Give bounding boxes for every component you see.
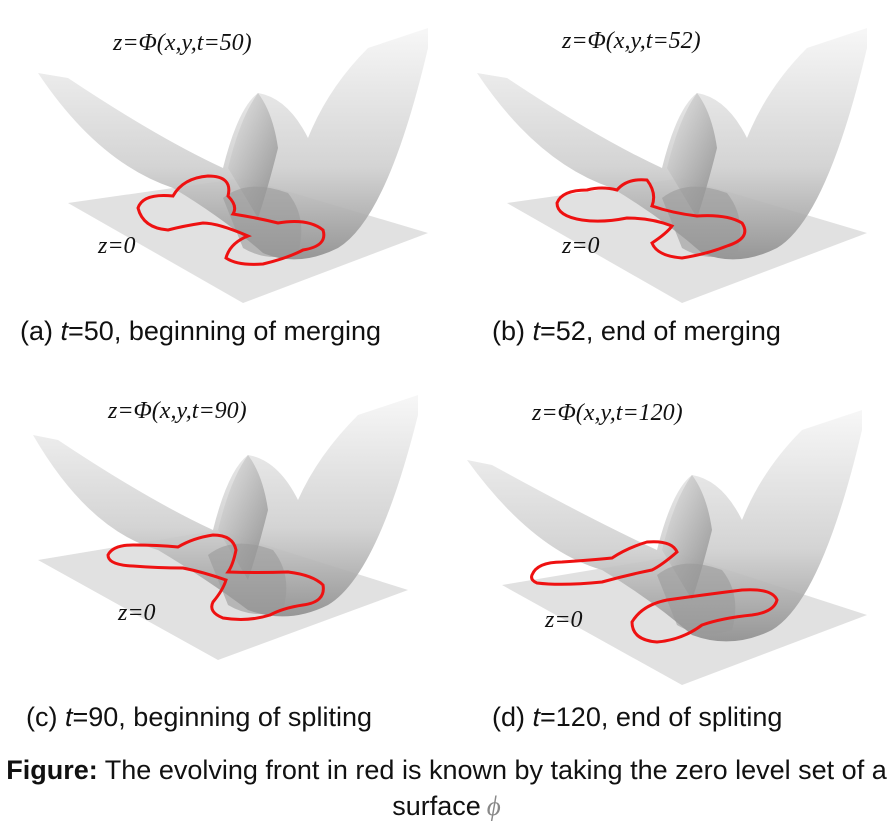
- front-curve-right: [630, 588, 779, 644]
- surface-ridge: [667, 93, 717, 218]
- surface: [477, 28, 867, 260]
- front-curve: [136, 174, 326, 266]
- panel-b: z=Φ(x,y,t=52) z=0 (b) t=52, end of mergi…: [452, 18, 882, 346]
- caption-prefix: (c): [26, 702, 65, 732]
- zero-plane-label: z=0: [118, 600, 156, 626]
- surface: [467, 410, 862, 642]
- caption-variable: t: [532, 316, 541, 346]
- front-curve: [106, 533, 325, 621]
- caption-variable: t: [532, 702, 541, 732]
- panel-c: z=Φ(x,y,t=90) z=0 (c) t=90, beginning of…: [8, 390, 438, 732]
- zero-plane-label: z=0: [562, 233, 600, 259]
- surface-plot-a: [38, 28, 428, 303]
- figure-caption-symbol: ϕ: [486, 791, 501, 821]
- panel-caption: (c) t=90, beginning of spliting: [26, 702, 372, 733]
- surface-fold: [208, 543, 287, 614]
- surface: [38, 28, 428, 260]
- surface-equation: z=Φ(x,y,t=50): [113, 30, 252, 56]
- surface-equation: z=Φ(x,y,t=120): [532, 400, 683, 426]
- caption-variable: t: [60, 316, 69, 346]
- panel-caption: (b) t=52, end of merging: [492, 316, 781, 347]
- caption-prefix: (a): [20, 316, 61, 346]
- surface-equation: z=Φ(x,y,t=52): [562, 28, 701, 54]
- caption-variable: t: [64, 702, 73, 732]
- panel-d: z=Φ(x,y,t=120) z=0 (d) t=120, end of spl…: [452, 390, 882, 732]
- panel-caption: (d) t=120, end of spliting: [492, 702, 782, 733]
- caption-prefix: (d): [492, 702, 533, 732]
- zero-plane-label: z=0: [98, 233, 136, 259]
- surface-equation: z=Φ(x,y,t=90): [108, 398, 247, 424]
- caption-prefix: (b): [492, 316, 533, 346]
- figure-caption: Figure: The evolving front in red is kno…: [0, 752, 893, 824]
- surface-ridge: [228, 93, 278, 218]
- caption-text: =90, beginning of spliting: [72, 702, 372, 732]
- caption-text: =120, end of spliting: [540, 702, 783, 732]
- surface-fold: [657, 563, 736, 634]
- figure-caption-label: Figure:: [6, 755, 98, 785]
- caption-text: =52, end of merging: [540, 316, 781, 346]
- zero-plane-label: z=0: [545, 607, 583, 633]
- panel-a: z=Φ(x,y,t=50) z=0 (a) t=50, beginning of…: [8, 18, 438, 346]
- surface-plot-d: [467, 410, 867, 685]
- caption-text: =50, beginning of merging: [68, 316, 381, 346]
- surface-plot-c: [33, 395, 418, 660]
- front-curve-left: [530, 540, 679, 586]
- surface-fold: [662, 186, 741, 257]
- surface-plot-b: [477, 28, 867, 303]
- panel-caption: (a) t=50, beginning of merging: [20, 316, 381, 347]
- figure-caption-text: The evolving front in red is known by ta…: [97, 755, 887, 821]
- front-curve: [555, 178, 747, 260]
